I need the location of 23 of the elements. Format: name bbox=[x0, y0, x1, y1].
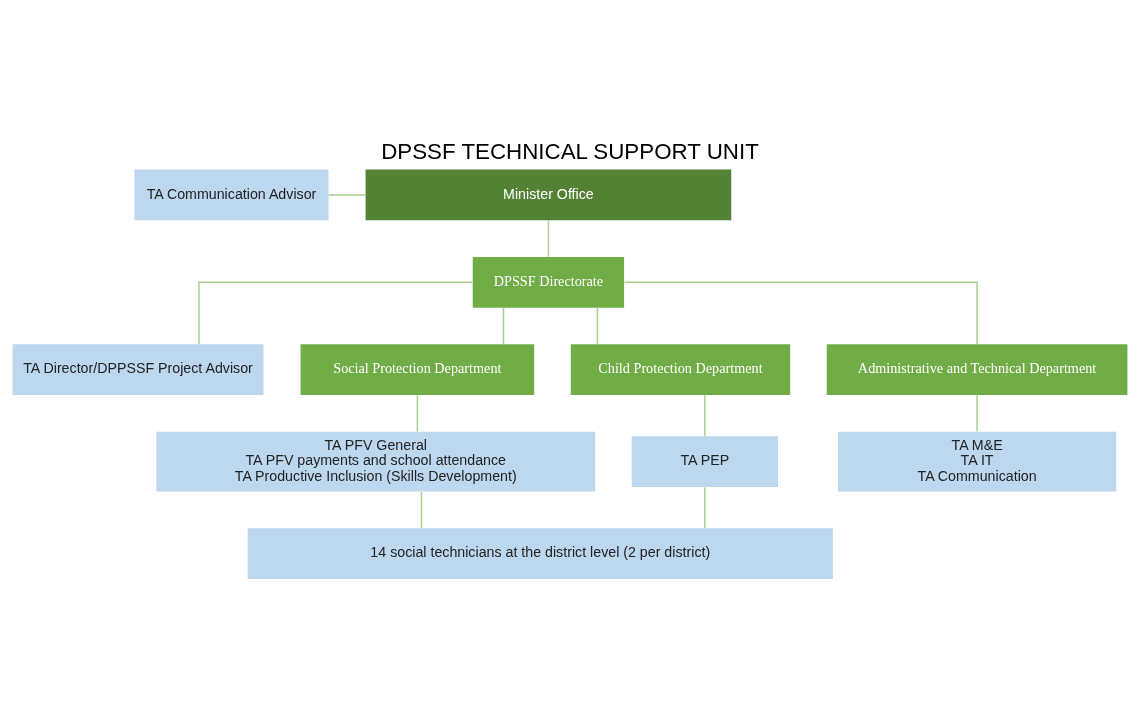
connector bbox=[327, 193, 367, 196]
node-box: Administrative and Technical Department bbox=[826, 343, 1128, 395]
connector bbox=[596, 306, 599, 345]
node-box: TA PEP bbox=[631, 435, 778, 487]
connector bbox=[704, 394, 706, 437]
node-box: Social Protection Department bbox=[300, 343, 535, 395]
connector bbox=[623, 281, 978, 345]
connector bbox=[198, 281, 474, 345]
connector bbox=[420, 490, 423, 529]
node-box: TA PFV General TA PFV payments and school attendance TA Productive Inclusion (Skills Development) bbox=[156, 431, 596, 492]
connector bbox=[976, 394, 978, 432]
node-box: 14 social technicians at the district level (2 per district) bbox=[247, 527, 833, 579]
node-box: TA M&E TA IT TA Communication bbox=[837, 431, 1117, 492]
connector bbox=[547, 219, 550, 258]
connector bbox=[502, 306, 505, 345]
diagram-title: DPSSF TECHNICAL SUPPORT UNIT bbox=[381, 138, 759, 164]
node-box: Child Protection Department bbox=[570, 343, 791, 395]
node-box: Minister Office bbox=[365, 169, 732, 220]
node-box: TA Director/DPPSSF Project Advisor bbox=[12, 343, 264, 395]
node-box: DPSSF Directorate bbox=[472, 256, 625, 308]
connector bbox=[416, 394, 419, 432]
connector bbox=[704, 485, 706, 529]
node-box: TA Communication Advisor bbox=[134, 169, 329, 220]
